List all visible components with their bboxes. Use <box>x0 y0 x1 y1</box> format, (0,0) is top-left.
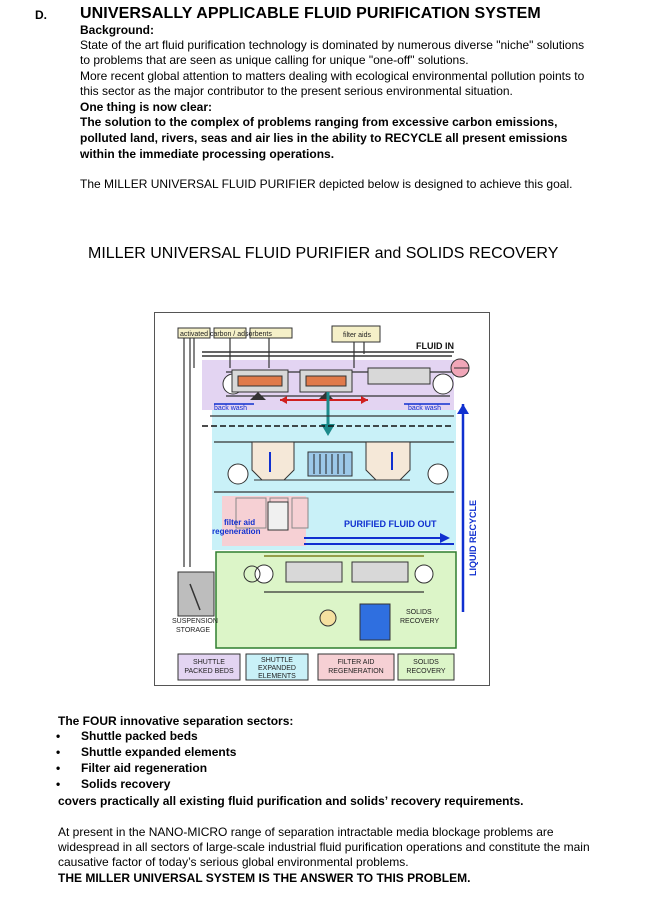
regeneration-cell <box>267 501 289 531</box>
solution-line-2: polluted land, rivers, seas and air lies… <box>80 131 568 145</box>
recovery-bed-1 <box>285 561 343 583</box>
closing-line-2: widespread in all sectors of large-scale… <box>58 840 590 854</box>
suspension-storage-tank <box>177 571 215 617</box>
svg-text:RECOVERY: RECOVERY <box>406 668 445 675</box>
closing-line-3: causative factor of today’s serious glob… <box>58 855 409 869</box>
svg-text:PACKED BEDS: PACKED BEDS <box>184 668 234 675</box>
background-heading: Background: <box>80 23 155 37</box>
filter-aids-hopper <box>331 325 381 343</box>
label-liquid-recycle: LIQUID RECYCLE <box>468 500 478 576</box>
label-suspension: SUSPENSION <box>172 618 218 625</box>
svg-text:REGENERATION: REGENERATION <box>328 668 384 675</box>
purifier-diagram: activated carbon / adsorbents filter aid… <box>154 312 490 686</box>
expanded-element-2 <box>307 451 353 477</box>
label-storage: STORAGE <box>176 627 210 634</box>
label-filter-aids: filter aids <box>343 332 372 339</box>
background-line-4: this sector as the major contributor to … <box>80 84 513 98</box>
sectors-summary: covers practically all existing fluid pu… <box>58 794 524 808</box>
packed-bed-3 <box>367 367 431 385</box>
list-item: •Filter aid regeneration <box>56 761 208 775</box>
recovery-tank <box>359 603 391 641</box>
svg-text:ELEMENTS: ELEMENTS <box>258 673 296 680</box>
svg-text:SOLIDS: SOLIDS <box>413 659 439 666</box>
expanded-element-3 <box>365 441 411 481</box>
label-activated-carbon: activated carbon / adsorbents <box>180 331 272 338</box>
recovery-bed-2 <box>351 561 409 583</box>
legend-filter-aid-regeneration <box>317 653 395 681</box>
label-back-wash-right: back wash <box>408 405 441 412</box>
solution-line-3: within the immediate processing operatio… <box>80 147 335 161</box>
legend-packed-beds <box>177 653 241 681</box>
label-recovery: RECOVERY <box>400 618 439 625</box>
label-regeneration: regeneration <box>212 527 261 536</box>
page-title: UNIVERSALLY APPLICABLE FLUID PURIFICATIO… <box>80 5 541 22</box>
label-fluid-in: FLUID IN <box>416 341 454 351</box>
svg-text:SHUTTLE: SHUTTLE <box>261 657 293 664</box>
list-item: •Shuttle packed beds <box>56 729 198 743</box>
svg-text:SHUTTLE: SHUTTLE <box>193 659 225 666</box>
background-line-2: to problems that are seen as unique call… <box>80 53 469 67</box>
label-filter-aid: filter aid <box>224 518 255 527</box>
section-letter: D. <box>35 8 47 22</box>
expanded-element-1 <box>251 441 295 481</box>
list-item: •Solids recovery <box>56 777 171 791</box>
svg-text:EXPANDED: EXPANDED <box>258 665 296 672</box>
label-purified-fluid-out: PURIFIED FLUID OUT <box>344 519 437 529</box>
list-item: •Shuttle expanded elements <box>56 745 237 759</box>
label-solids: SOLIDS <box>406 609 432 616</box>
clear-heading: One thing is now clear: <box>80 100 213 114</box>
background-line-3: More recent global attention to matters … <box>80 69 585 83</box>
closing-final: THE MILLER UNIVERSAL SYSTEM IS THE ANSWE… <box>58 871 471 885</box>
recovery-pump <box>319 609 337 627</box>
label-back-wash-left: back wash <box>214 405 247 412</box>
legend-solids-recovery <box>397 653 455 681</box>
svg-text:FILTER AID: FILTER AID <box>338 659 375 666</box>
figure-title: MILLER UNIVERSAL FLUID PURIFIER and SOLI… <box>88 245 559 262</box>
legend-expanded-elements <box>245 653 309 681</box>
closing-line-1: At present in the NANO-MICRO range of se… <box>58 825 554 839</box>
background-line-1: State of the art fluid purification tech… <box>80 38 585 52</box>
carbon-hopper-3 <box>249 327 293 339</box>
goal-line: The MILLER UNIVERSAL FLUID PURIFIER depi… <box>80 177 573 191</box>
sectors-intro: The FOUR innovative separation sectors: <box>58 714 294 728</box>
solution-line-1: The solution to the complex of problems … <box>80 115 558 129</box>
sectors-list: •Shuttle packed beds •Shuttle expanded e… <box>56 728 236 792</box>
